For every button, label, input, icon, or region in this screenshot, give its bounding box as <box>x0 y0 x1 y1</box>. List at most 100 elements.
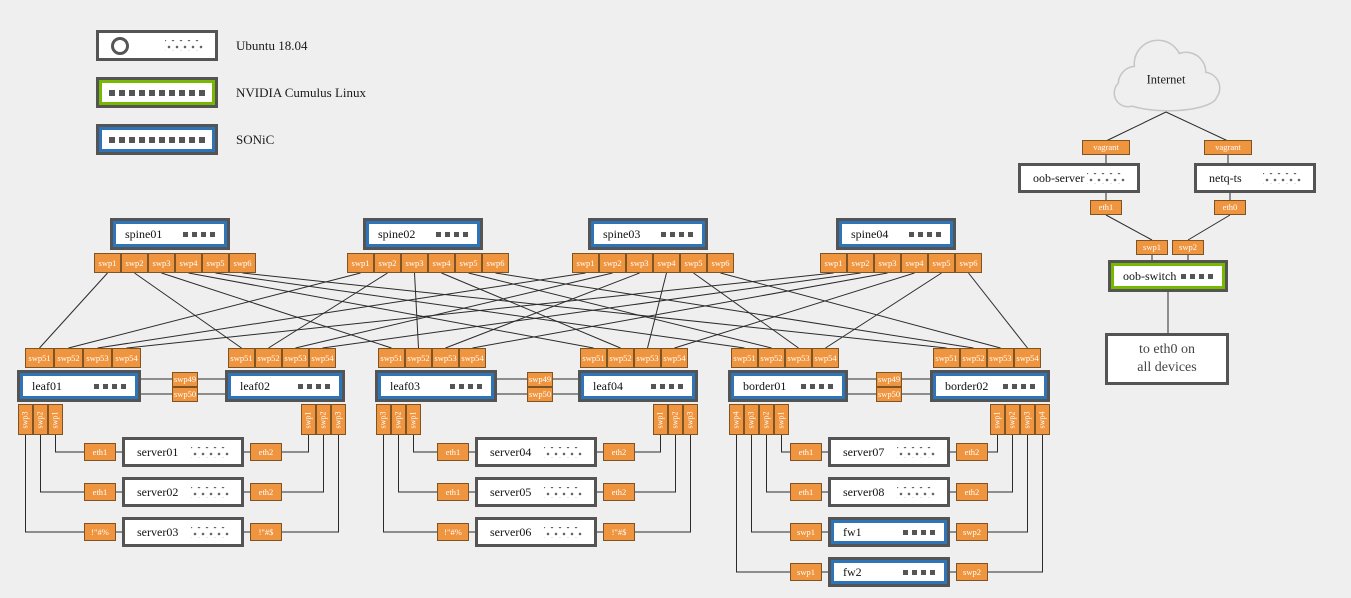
port-border02-swp52: swp52 <box>960 348 987 368</box>
port-label: swp3 <box>1022 411 1032 428</box>
port-server01-eth1: eth1 <box>84 443 116 461</box>
port-server05-eth2: eth2 <box>603 483 635 501</box>
link-spine03-swp3--leaf03-swp53 <box>445 272 640 349</box>
device-label: fw1 <box>843 524 862 539</box>
port-label: swp53 <box>434 352 457 363</box>
device-skin: server03 <box>125 520 241 544</box>
port-label: swp54 <box>663 352 686 363</box>
dots-icon <box>897 446 935 458</box>
port-label: swp1 <box>797 566 815 577</box>
link-spine03-swp4--leaf04-swp53 <box>647 272 667 349</box>
device-skin: leaf02 <box>228 373 342 399</box>
link-spine02-swp6--border02-swp52 <box>495 272 974 349</box>
device-oob-switch: oob-switch <box>1108 260 1228 292</box>
port-label: swp2 <box>670 411 680 428</box>
port-label: swp52 <box>962 352 985 363</box>
port-label: eth1 <box>445 446 461 457</box>
port-spine03-swp2: swp2 <box>599 253 626 273</box>
legend-cumulus-box <box>96 77 218 108</box>
port-label: eth2 <box>964 446 980 457</box>
port-spine04-swp5: swp5 <box>928 253 955 273</box>
port-server03-port-left: !"#% <box>84 523 116 541</box>
port-spine02-swp1: swp1 <box>347 253 374 273</box>
dots-icon <box>165 40 203 51</box>
port-label: swp5 <box>932 257 951 268</box>
port-leaf0102-swp49: swp49 <box>172 372 198 387</box>
port-server02-eth1: eth1 <box>84 483 116 501</box>
port-server02-eth2: eth2 <box>250 483 282 501</box>
port-leaf03-swp53: swp53 <box>432 348 459 368</box>
link-spine02-swp5--border01-swp52 <box>468 272 772 349</box>
port-fw2-swp2: swp2 <box>956 563 988 581</box>
port-label: swp1 <box>408 411 418 428</box>
port-border01-swp52: swp52 <box>758 348 785 368</box>
link-spine04-swp4--leaf04-swp54 <box>674 272 915 349</box>
device-server08: server08 <box>828 477 950 507</box>
port-label: swp2 <box>1007 411 1017 428</box>
port-leaf01-swp51: swp51 <box>25 348 54 368</box>
device-oob-server: oob-server <box>1018 163 1140 193</box>
device-skin: fw2 <box>831 560 947 584</box>
port-label: swp53 <box>636 352 659 363</box>
port-border01-swp51: swp51 <box>731 348 758 368</box>
port-label: swp1 <box>50 411 60 428</box>
device-label: leaf03 <box>390 378 420 393</box>
port-label: swp4 <box>731 411 741 428</box>
port-spine01-swp4: swp4 <box>175 253 202 273</box>
device-netq-ts: netq-ts <box>1194 163 1316 193</box>
link-spine04-swp3--leaf03-swp54 <box>472 272 888 349</box>
port-label: swp6 <box>959 257 978 268</box>
squares-icon <box>109 89 205 96</box>
port-label: swp2 <box>603 257 622 268</box>
port-label: swp1 <box>98 257 117 268</box>
eth0-note-line1: to eth0 on <box>1139 341 1195 357</box>
device-label: oob-server <box>1033 170 1085 185</box>
port-label: swp2 <box>393 411 403 428</box>
port-label: swp4 <box>432 257 451 268</box>
port-label: eth1 <box>798 446 814 457</box>
ports-icon <box>450 383 482 389</box>
port-label: swp54 <box>461 352 484 363</box>
port-border01-swp54: swp54 <box>812 348 839 368</box>
port-leaf04-swp53: swp53 <box>634 348 661 368</box>
device-skin: spine01 <box>113 221 227 247</box>
device-server04: server04 <box>475 437 597 467</box>
device-label: server06 <box>490 524 532 539</box>
port-leaf01-swp52: swp52 <box>54 348 83 368</box>
legend-sonic-skin <box>99 127 215 152</box>
device-skin: server02 <box>125 480 241 504</box>
port-label: swp4 <box>657 257 676 268</box>
port-border02-swp54: swp54 <box>1014 348 1041 368</box>
port-label: swp1 <box>992 411 1002 428</box>
device-skin: server01 <box>125 440 241 464</box>
port-server04-eth2: eth2 <box>603 443 635 461</box>
port-leaf03-swp54: swp54 <box>459 348 486 368</box>
ports-icon <box>183 231 215 237</box>
port-label: swp52 <box>407 352 430 363</box>
port-border0102-swp49: swp49 <box>876 372 902 387</box>
port-label: swp2 <box>35 411 45 428</box>
link-spine04-swp1--leaf01-swp54 <box>126 272 834 349</box>
port-label: eth2 <box>258 446 274 457</box>
link-spine01-swp5--border01-swp51 <box>215 272 745 349</box>
port-label: eth1 <box>798 486 814 497</box>
port-spine02-swp4: swp4 <box>428 253 455 273</box>
port-fw1-swp2: swp2 <box>956 523 988 541</box>
ports-icon <box>94 383 126 389</box>
port-spine03-swp5: swp5 <box>680 253 707 273</box>
squares-icon <box>109 136 205 143</box>
port-label: swp1 <box>576 257 595 268</box>
ports-icon <box>436 231 468 237</box>
port-spine01-swp3: swp3 <box>148 253 175 273</box>
device-skin: server05 <box>478 480 594 504</box>
device-server03: server03 <box>122 517 244 547</box>
port-leaf02-swp51: swp51 <box>228 348 255 368</box>
port-spine03-swp1: swp1 <box>572 253 599 273</box>
device-skin: leaf04 <box>581 373 695 399</box>
legend-sonic-label: SONiC <box>236 132 275 147</box>
port-label: eth2 <box>258 486 274 497</box>
port-leaf01-swp3: swp3 <box>18 404 33 435</box>
port-spine04-swp3: swp3 <box>874 253 901 273</box>
link-spine01-swp3--leaf03-swp51 <box>161 272 392 349</box>
